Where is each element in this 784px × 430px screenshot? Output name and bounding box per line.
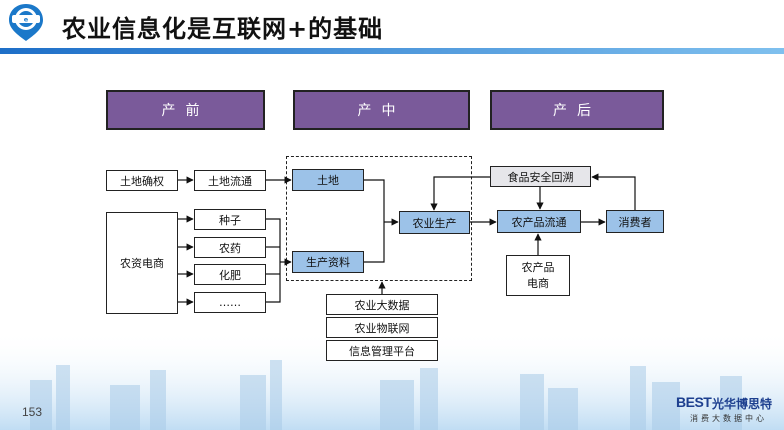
production-materials-box: 生产资料 (292, 251, 364, 273)
page-number: 153 (22, 405, 43, 419)
fertilizer-box: 化肥 (194, 264, 266, 285)
food-traceability-box: 食品安全回溯 (490, 166, 591, 187)
page-title: 农业信息化是互联网+的基础 (62, 15, 384, 43)
more-items-box: …… (194, 292, 266, 313)
logo-icon: e (9, 4, 43, 41)
product-ecommerce-box: 农产品 电商 (506, 255, 570, 296)
agri-big-data-box: 农业大数据 (326, 294, 438, 315)
brand-name: 光华博思特 (712, 397, 773, 411)
consumer-box: 消费者 (606, 210, 664, 233)
stage-production: 产中 (293, 90, 470, 130)
stage-post-production: 产后 (490, 90, 664, 130)
pesticide-box: 农药 (194, 237, 266, 258)
header-divider (0, 48, 784, 54)
agri-ecommerce-box: 农资电商 (106, 212, 178, 314)
connector-inputs-bracket (266, 218, 281, 303)
brand-logo: BEST 光华博思特 消费大数据中心 (676, 394, 780, 428)
land-transfer-box: 土地流通 (194, 170, 266, 191)
brand-subtitle: 消费大数据中心 (690, 414, 767, 423)
land-rights-box: 土地确权 (106, 170, 178, 191)
info-platform-box: 信息管理平台 (326, 340, 438, 361)
seeds-box: 种子 (194, 209, 266, 230)
brand-mark: BEST (676, 394, 712, 410)
agri-iot-box: 农业物联网 (326, 317, 438, 338)
stage-pre-production: 产前 (106, 90, 265, 130)
svg-text:e: e (24, 16, 29, 24)
production-group-frame (286, 156, 472, 281)
land-box: 土地 (292, 169, 364, 191)
arrow-consumer-to-traceability (591, 173, 636, 210)
farm-production-box: 农业生产 (399, 211, 470, 234)
product-circulation-box: 农产品流通 (497, 210, 581, 233)
